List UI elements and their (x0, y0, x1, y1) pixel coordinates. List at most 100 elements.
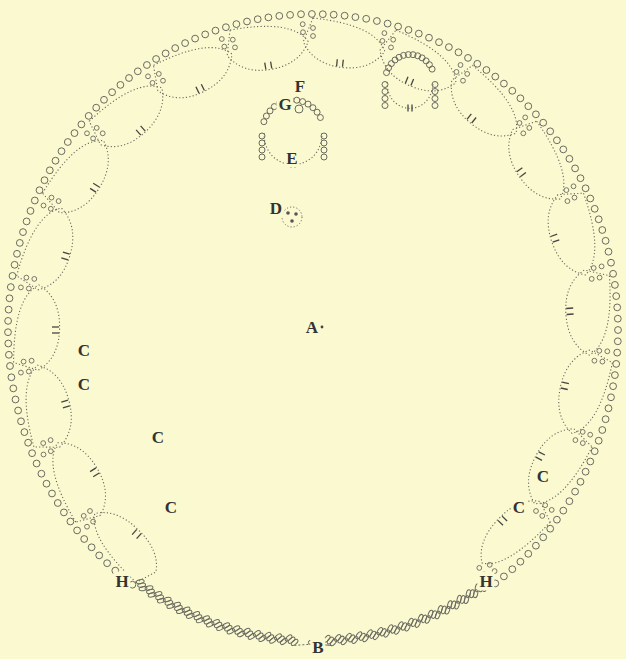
cell-ring (5, 351, 12, 358)
cell-ring (93, 104, 100, 111)
cell-cluster (549, 508, 554, 513)
cell-ring (501, 573, 508, 580)
mesentery (89, 86, 162, 147)
cell-ring (363, 15, 370, 22)
cell-ring (465, 55, 472, 62)
cell-ring (612, 282, 619, 289)
small-body (282, 207, 302, 227)
cell-cluster (49, 195, 54, 200)
muscle-mark (553, 240, 560, 242)
cell-ring (20, 229, 27, 236)
twisted-band (414, 619, 421, 628)
muscle-mark (551, 234, 558, 236)
letter-label: C (76, 375, 92, 394)
cell-ring (104, 560, 111, 567)
cell-ring (405, 27, 412, 34)
cell-cluster (540, 514, 545, 519)
cell-cluster (91, 519, 96, 524)
letter-label: G (276, 95, 293, 114)
cell-ring (415, 30, 422, 37)
muscle-mark (132, 529, 137, 534)
cell-cluster (597, 275, 602, 280)
cell-cluster (571, 184, 576, 189)
cell-ring (554, 137, 561, 144)
cell-ring (613, 361, 620, 368)
cell-ring (101, 96, 108, 103)
mesentery (154, 48, 232, 98)
cell-ring (5, 329, 12, 336)
muscle-mark (536, 457, 542, 460)
cell-cluster (391, 37, 396, 42)
cell-cluster (26, 369, 31, 374)
cell-cluster (382, 31, 387, 36)
cell-cluster (517, 121, 522, 126)
cell-ring (517, 95, 524, 102)
twisted-band (136, 579, 145, 584)
muscle-mark (271, 62, 272, 69)
twisted-band (366, 629, 374, 638)
cell-ring (10, 385, 17, 392)
cell-ring (12, 396, 19, 403)
cell-ring (492, 73, 499, 80)
cell-ring (298, 11, 305, 18)
cell-ring (254, 16, 261, 23)
cell-ring (223, 24, 230, 31)
cell-cluster (573, 438, 578, 443)
cell-ring (14, 250, 21, 257)
cell-ring (509, 87, 516, 94)
cell-cluster (301, 30, 306, 35)
cell-ring (78, 121, 85, 128)
cell-ring (419, 55, 425, 61)
twisted-band (424, 615, 431, 624)
letter-label: H (113, 572, 130, 591)
cell-ring (202, 31, 209, 38)
twisted-band (400, 622, 407, 631)
cell-ring (382, 82, 388, 88)
twisted-band (390, 625, 397, 634)
cell-cluster (41, 203, 46, 208)
cell-ring (374, 18, 381, 25)
cell-ring (5, 318, 12, 325)
cell-ring (547, 128, 554, 135)
mesentery (26, 365, 71, 447)
cell-ring (18, 418, 25, 425)
cell-cluster (219, 37, 224, 42)
cell-ring (436, 39, 443, 46)
cell-ring (382, 89, 388, 95)
muscle-mark (539, 452, 545, 455)
cell-ring (395, 23, 402, 30)
cell-ring (25, 439, 32, 446)
cell-ring (88, 544, 95, 551)
cell-ring (341, 12, 348, 19)
mesentery (529, 429, 593, 504)
cell-ring (71, 130, 78, 137)
cell-cluster (591, 266, 596, 271)
cell-ring (577, 175, 584, 182)
cell-ring (7, 284, 14, 291)
cell-ring (599, 227, 606, 234)
cell-ring (591, 448, 598, 455)
cell-ring (614, 338, 621, 345)
cell-ring (21, 429, 28, 436)
cell-ring (259, 140, 265, 146)
twisted-band (334, 634, 342, 643)
muscle-mark (141, 126, 146, 131)
cell-ring (96, 552, 103, 559)
cell-cluster (48, 206, 53, 211)
muscle-mark (407, 105, 408, 112)
mesentery (566, 270, 610, 355)
cell-ring (423, 58, 429, 64)
muscle-mark (405, 77, 408, 84)
muscle-mark (137, 533, 142, 538)
cell-ring (614, 315, 621, 322)
muscle-mark (93, 183, 99, 187)
cell-ring (321, 154, 327, 160)
cell-ring (259, 133, 265, 139)
letter-label: C (535, 467, 551, 486)
cell-ring (23, 218, 30, 225)
cell-cluster (85, 524, 90, 529)
small-body-dot (294, 212, 298, 216)
cell-cluster (564, 188, 569, 193)
cell-ring (58, 148, 65, 155)
muscle-mark (561, 388, 568, 390)
